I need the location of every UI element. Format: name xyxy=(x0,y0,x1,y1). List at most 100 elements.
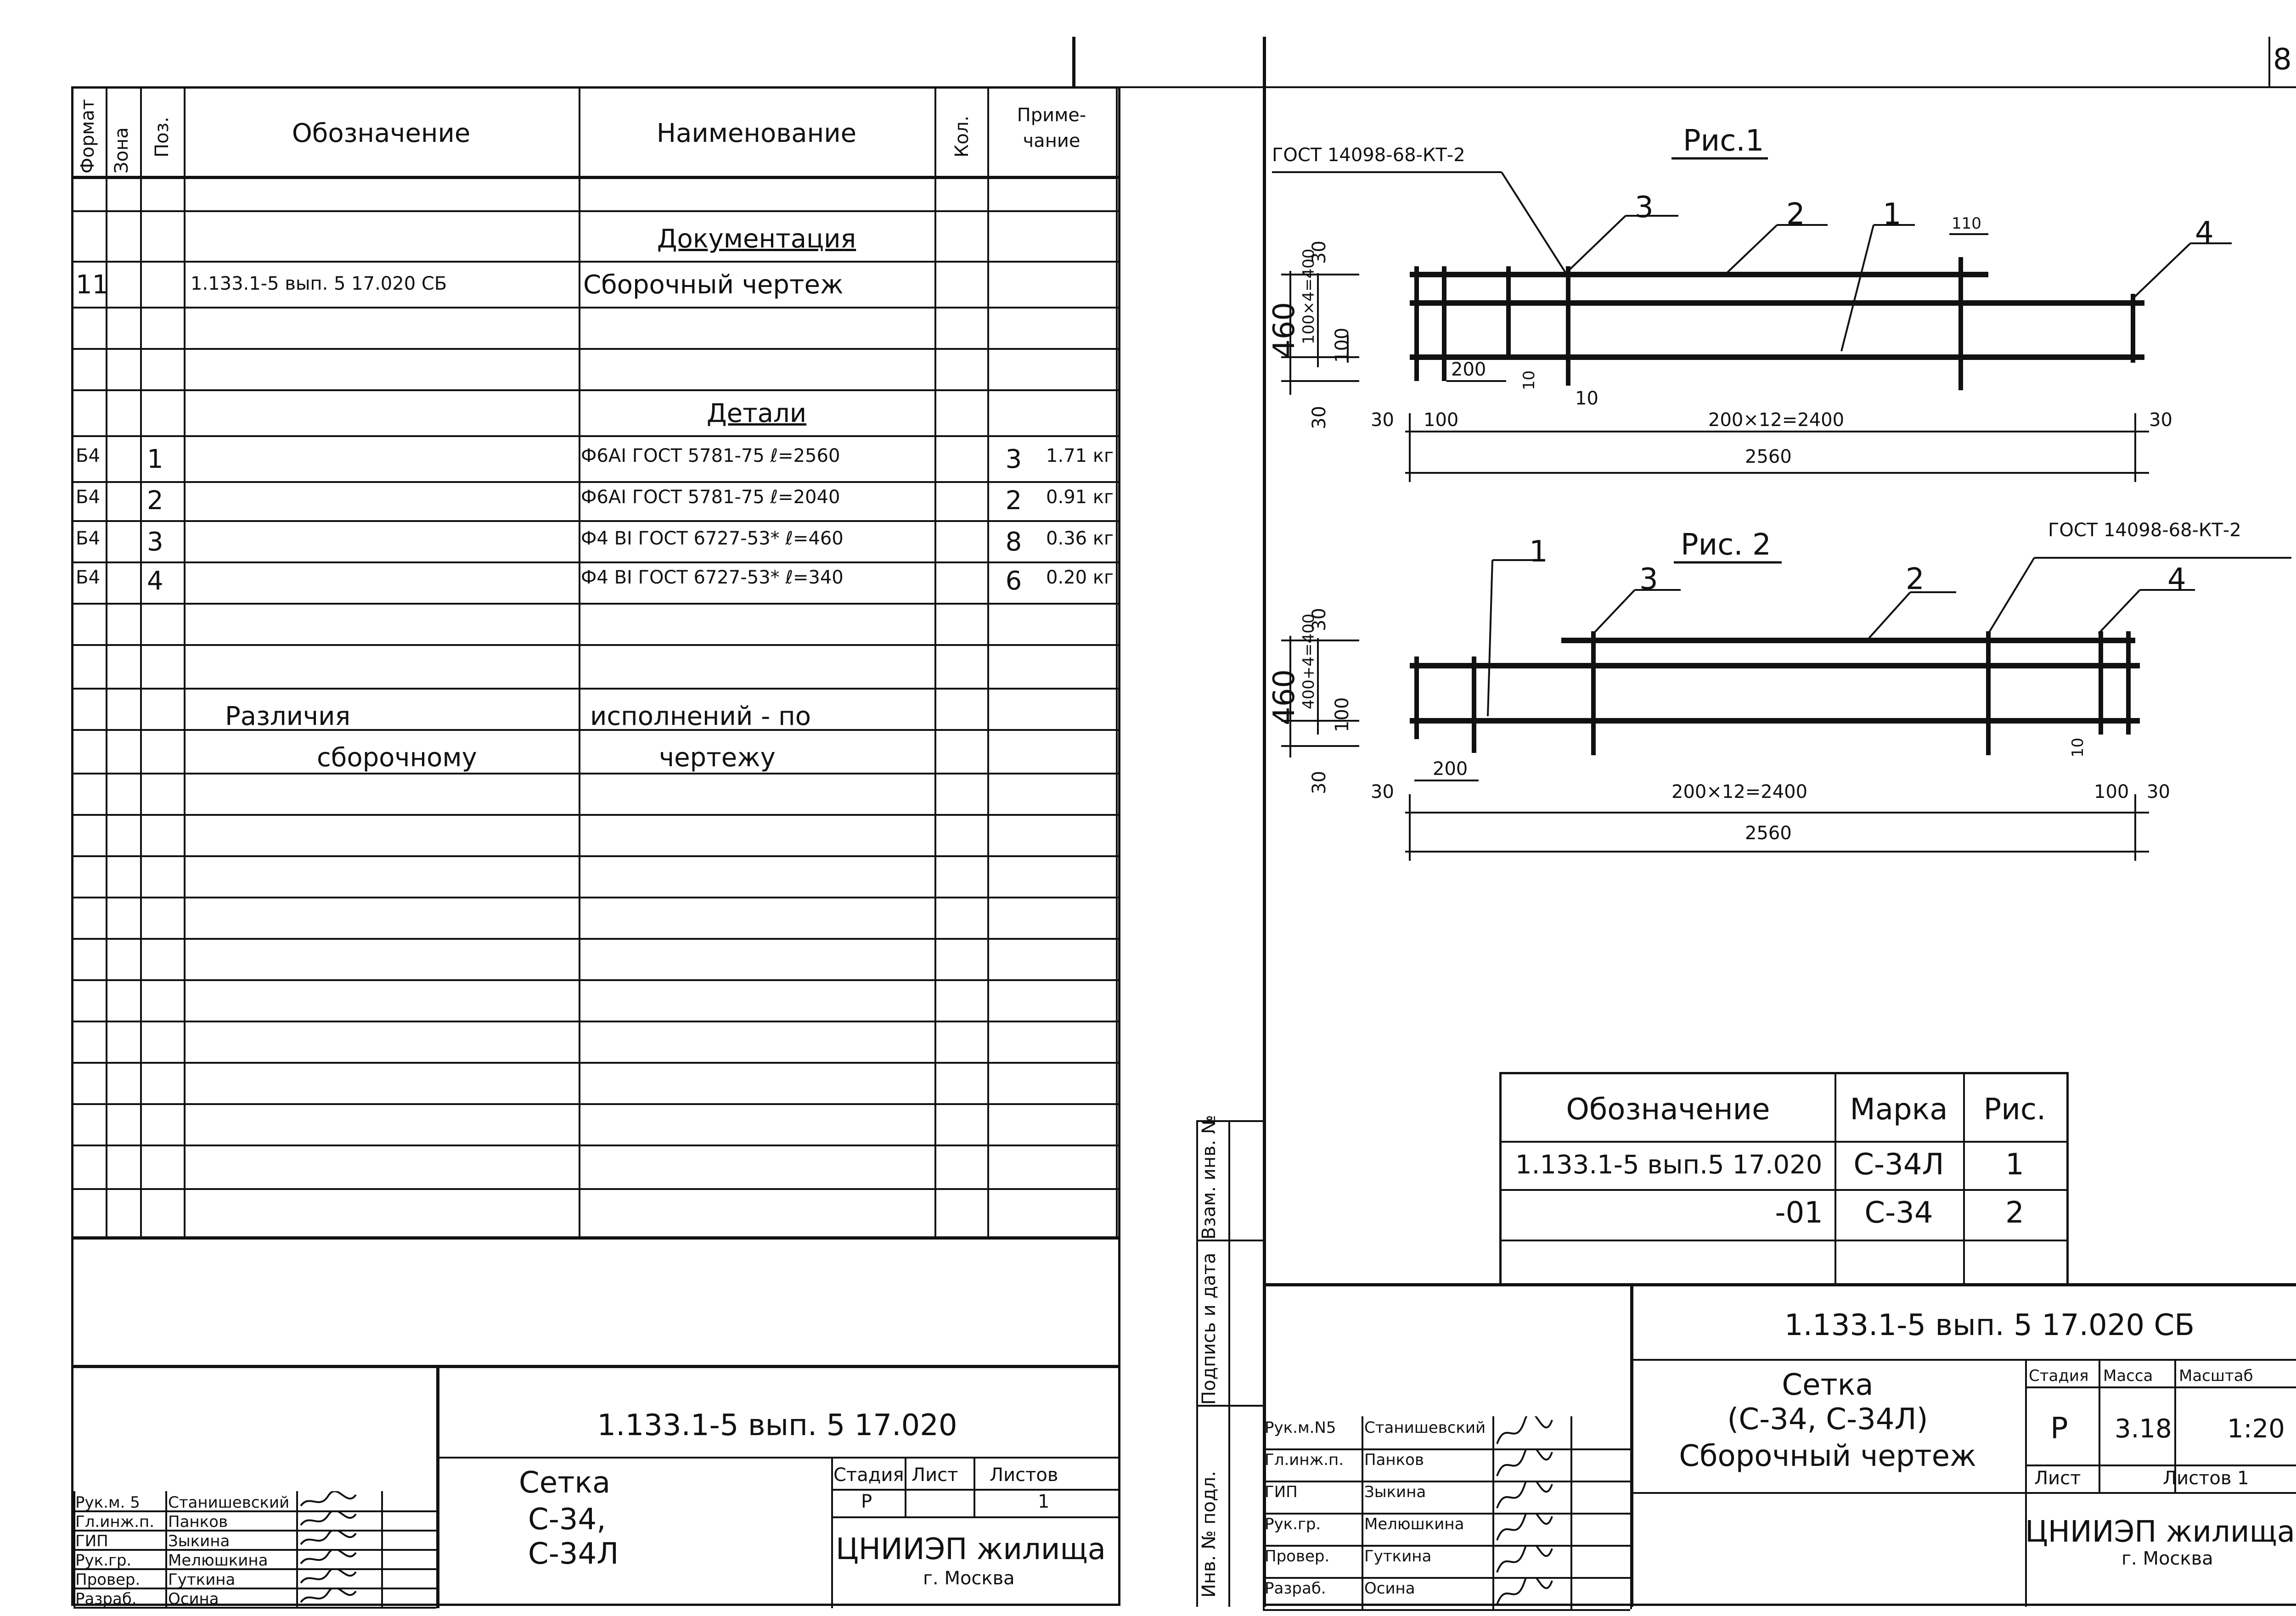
detail-row-pos: 4 xyxy=(147,566,163,596)
side-strip-div2 xyxy=(1196,1405,1263,1407)
side-strip-right xyxy=(1228,1120,1230,1607)
title-sheet-col xyxy=(974,1457,975,1516)
right-sheet-margin xyxy=(1263,37,1266,1607)
detail-row-name: Ф6АⅠ ГОСТ 5781-75 ℓ=2560 xyxy=(581,445,840,466)
fig2-dim-30a: 30 xyxy=(1309,608,1330,631)
role-name: Осина xyxy=(168,1590,219,1608)
left-sheets-label: Листов xyxy=(990,1464,1058,1486)
left-stage-label: Стадия xyxy=(833,1464,904,1486)
fig2-callout-1: 1 xyxy=(1529,535,1548,569)
spec-row-line xyxy=(73,603,1118,605)
left-org: ЦНИИЭП жилища xyxy=(836,1532,1106,1566)
detail-row-note: 0.36 кг xyxy=(1046,528,1114,549)
signature-mark xyxy=(1496,1513,1553,1541)
fig2-dim-30b: 30 xyxy=(1309,771,1330,794)
fig2-callout-3: 3 xyxy=(1639,562,1658,596)
left-sheet-specification: Формат Зона Поз. Обозначение Наименовани… xyxy=(71,86,1120,1609)
signature-mark xyxy=(1496,1577,1553,1605)
fig1-dim-10b: 10 xyxy=(1575,388,1598,409)
col-note xyxy=(1116,89,1118,1236)
detail-row-qty: 2 xyxy=(1005,486,1022,516)
detail-row-format: Б4 xyxy=(76,445,100,466)
detail-row-format: Б4 xyxy=(76,487,100,508)
role-name: Панков xyxy=(1364,1451,1424,1469)
fig2-dim-total: 2560 xyxy=(1745,823,1792,844)
role-row-line xyxy=(73,1588,436,1589)
signature-mark xyxy=(300,1510,357,1526)
variant-row2-designation: -01 xyxy=(1775,1196,1823,1230)
col-format xyxy=(106,89,107,1236)
left-city: г. Москва xyxy=(923,1568,1015,1589)
variant-row1-mark: С-34Л xyxy=(1853,1148,1944,1182)
detail-row-qty: 6 xyxy=(1005,566,1022,596)
role-label: Рук.гр. xyxy=(1265,1515,1321,1533)
spec-row-line xyxy=(73,773,1118,774)
detail-row-qty: 8 xyxy=(1005,527,1022,557)
spec-row-line xyxy=(73,481,1118,483)
signature-mark xyxy=(300,1588,357,1603)
role-label: Гл.инж.п. xyxy=(75,1513,155,1531)
variant-header-mark: Марка xyxy=(1850,1093,1948,1127)
right-title-line3: Сборочный чертеж xyxy=(1679,1439,1976,1473)
role-label: Рук.м.N5 xyxy=(1265,1419,1336,1437)
role-row-line xyxy=(73,1510,436,1512)
role-col-line xyxy=(1570,1416,1572,1609)
left-top-stub xyxy=(1072,37,1075,87)
fig1-dim-460: 460 xyxy=(1267,302,1301,358)
fig1-dim-100x4: 100×4=400 xyxy=(1300,248,1318,344)
right-stage-value: Р xyxy=(2050,1412,2068,1446)
spec-row-line xyxy=(73,1021,1118,1022)
col-zone xyxy=(140,89,142,1236)
spec-row-line xyxy=(73,979,1118,981)
side-strip-top xyxy=(1196,1120,1263,1122)
spec-row-line xyxy=(73,729,1118,731)
right-scale-label: Масштаб xyxy=(2179,1367,2253,1385)
spec-row-line xyxy=(73,348,1118,350)
spec-row-line xyxy=(73,210,1118,212)
spec-row-line xyxy=(73,435,1118,437)
fig1-callout-3: 3 xyxy=(1635,191,1654,224)
col-designation xyxy=(579,89,580,1236)
fig1-dim-100b: 100 xyxy=(1424,410,1459,431)
fig2-dim-30c: 30 xyxy=(1371,781,1394,802)
role-label: Гл.инж.п. xyxy=(1265,1451,1344,1469)
role-label: ГИП xyxy=(1265,1483,1298,1501)
variant-row2-fig: 2 xyxy=(2005,1196,2024,1230)
spec-row-line xyxy=(73,644,1118,646)
detail-row-name: Ф6АⅠ ГОСТ 5781-75 ℓ=2040 xyxy=(581,487,840,508)
fig2-dim-460: 460 xyxy=(1267,669,1301,725)
signature-mark xyxy=(300,1568,357,1584)
header-note: Приме- чание xyxy=(1017,105,1086,152)
detail-row-format: Б4 xyxy=(76,567,100,588)
fig1-callout-1: 1 xyxy=(1883,197,1902,231)
role-col-line xyxy=(73,1491,75,1607)
role-name: Станишевский xyxy=(168,1493,290,1512)
spec-row-line xyxy=(73,897,1118,898)
detail-row-name: Ф4 ВⅠ ГОСТ 6727-53* ℓ=460 xyxy=(581,528,844,549)
role-row-line xyxy=(73,1568,436,1570)
header-name: Наименование xyxy=(656,118,857,148)
left-title-line1: Сетка xyxy=(519,1466,611,1500)
left-sheet-label: Лист xyxy=(912,1464,958,1486)
side-strip-left xyxy=(1196,1120,1198,1607)
detail-row-qty: 3 xyxy=(1005,444,1022,474)
fig2-callout-2: 2 xyxy=(1906,562,1925,596)
role-name: Мелюшкина xyxy=(168,1551,268,1570)
title-block-top xyxy=(73,1236,1118,1240)
doc-row-name: Сборочный чертеж xyxy=(583,270,844,300)
fig1-dim-100: 100 xyxy=(1332,327,1353,363)
differences-c: сборочному xyxy=(317,743,477,773)
fig2-dim-30d: 30 xyxy=(2147,781,2170,802)
role-row-line xyxy=(1263,1609,1630,1611)
fig1-caption: Рис.1 xyxy=(1683,124,1764,158)
role-name: Зыкина xyxy=(1364,1483,1426,1501)
title-info-split xyxy=(831,1457,833,1608)
spec-row-line xyxy=(73,688,1118,690)
fig2-callout-4: 4 xyxy=(2167,562,2186,596)
role-row-line xyxy=(73,1607,436,1609)
spec-row-line xyxy=(73,520,1118,522)
spec-row-line xyxy=(73,389,1118,391)
detail-row-note: 0.91 кг xyxy=(1046,487,1114,508)
role-col-line xyxy=(165,1491,167,1607)
signature-mark xyxy=(300,1549,357,1565)
